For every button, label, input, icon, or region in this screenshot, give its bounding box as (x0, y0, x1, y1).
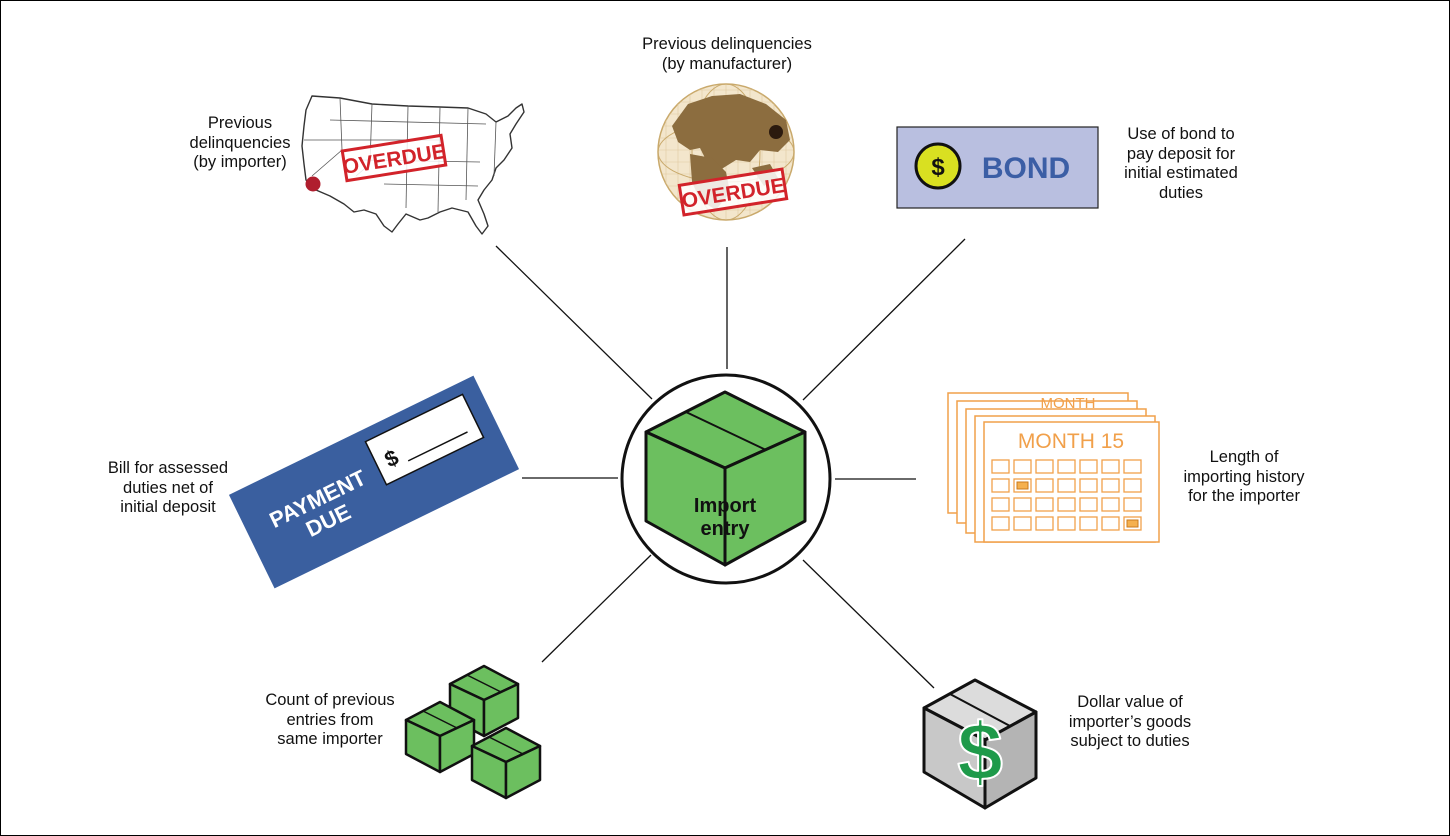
calendar-day-cell (1101, 478, 1120, 493)
globe-icon: OVERDUE (657, 83, 795, 221)
label-importer-delinquencies-line-2: delinquencies (189, 133, 291, 152)
us-map-icon: OVERDUE (301, 95, 525, 235)
check-icon: $ (364, 393, 485, 486)
label-importer-delinquencies-line-3: (by importer) (193, 153, 287, 171)
calendar-day-cell (991, 516, 1010, 531)
label-payment-bill: Bill for assessed duties net of initial … (78, 459, 258, 518)
small-box-right (470, 726, 542, 800)
back-calendar-title: MONTH (1041, 395, 1096, 412)
label-importing-history-line-3: for the importer (1188, 487, 1300, 505)
bond-coin-symbol: $ (931, 154, 945, 181)
calendar-day-cell (1123, 497, 1142, 512)
calendar-day-cell (1035, 478, 1054, 493)
label-payment-bill-line-1: Bill for assessed (107, 459, 229, 477)
label-goods-value: Dollar value of importer’s goods subject… (1040, 693, 1220, 752)
label-importer-delinquencies: Previous delinquencies (by importer) (150, 114, 330, 173)
importer-location-marker (305, 176, 321, 192)
green-box-icon (644, 390, 807, 567)
calendar-day-cell (1057, 516, 1076, 531)
small-box-left (404, 700, 476, 774)
calendar-day-cell (1101, 516, 1120, 531)
label-previous-entries-line-1: Count of previous (265, 691, 395, 709)
label-manufacturer-delinquencies-line-2: (by manufacturer) (661, 54, 793, 73)
calendar-day-cell (1101, 459, 1120, 474)
dollar-box-icon: $ (922, 678, 1038, 810)
bond-card-icon: $ BOND (896, 126, 1099, 209)
label-importing-history-line-2: importing history (1183, 467, 1305, 486)
label-previous-entries: Count of previous entries from same impo… (240, 691, 420, 750)
bond-card-text: BOND (982, 152, 1070, 185)
calendar-marked-day (1126, 519, 1139, 528)
calendar-day-cell (1057, 459, 1076, 474)
connector-lines (495, 238, 966, 689)
calendar-day-cell (1057, 478, 1076, 493)
label-importing-history-line-1: Length of (1209, 448, 1279, 466)
label-importing-history: Length of importing history for the impo… (1154, 448, 1334, 507)
connector-importer-delinquencies (495, 245, 653, 400)
manufacturer-location-marker (769, 125, 783, 139)
calendar-icon: MONTH MONTH 15 (947, 392, 1160, 543)
label-manufacturer-delinquencies: Previous delinquencies (by manufacturer) (600, 35, 854, 74)
calendar-day-cell (1079, 478, 1098, 493)
small-box-top (448, 664, 520, 738)
label-previous-entries-line-3: same importer (277, 730, 383, 748)
calendar-day-cell (1101, 497, 1120, 512)
calendar-day-cell (1079, 516, 1098, 531)
calendar-day-cell (991, 497, 1010, 512)
connector-previous-entries (541, 554, 652, 663)
center-label-line-2: entry (701, 518, 751, 540)
calendar-marked-day (1016, 481, 1029, 490)
connector-goods-value (802, 559, 935, 689)
dollar-coin-icon (914, 142, 962, 190)
label-previous-entries-line-2: entries from (286, 710, 374, 729)
label-importer-delinquencies-line-1: Previous (207, 114, 273, 132)
calendar-day-cell (1123, 478, 1142, 493)
label-goods-value-line-2: importer’s goods (1068, 712, 1192, 731)
calendar-day-cell (1013, 497, 1032, 512)
label-goods-value-line-1: Dollar value of (1077, 693, 1183, 711)
calendar-title: MONTH 15 (1018, 430, 1124, 453)
calendar-day-cell (1035, 459, 1054, 474)
goods-dollar-symbol: $ (957, 707, 1003, 798)
label-bond: Use of bond to pay deposit for initial e… (1096, 125, 1266, 203)
calendar-day-cell (1079, 497, 1098, 512)
import-entry-node: Import entry (620, 373, 832, 585)
payment-due-icon: PAYMENT DUE $ (228, 375, 520, 589)
calendar-day-cell (1035, 516, 1054, 531)
center-label-line-1: Import (694, 495, 757, 517)
calendar-day-cell (1035, 497, 1054, 512)
label-payment-bill-line-3: initial deposit (120, 498, 216, 516)
label-bond-line-3: initial estimated (1124, 164, 1238, 182)
connector-bond (802, 238, 966, 401)
calendar-day-cell (1123, 459, 1142, 474)
label-manufacturer-delinquencies-line-1: Previous delinquencies (642, 35, 812, 53)
calendar-day-cell (991, 478, 1010, 493)
calendar-day-cell (1013, 516, 1032, 531)
label-payment-bill-line-2: duties net of (123, 478, 213, 497)
label-bond-line-1: Use of bond to (1127, 125, 1235, 143)
calendar-day-cell (1079, 459, 1098, 474)
stacked-boxes-icon (404, 664, 542, 800)
label-bond-line-4: duties (1158, 183, 1204, 202)
calendar-day-cell (1057, 497, 1076, 512)
label-bond-line-2: pay deposit for (1126, 144, 1236, 163)
label-goods-value-line-3: subject to duties (1070, 732, 1190, 750)
calendar-day-cell (991, 459, 1010, 474)
calendar-day-cell (1013, 459, 1032, 474)
